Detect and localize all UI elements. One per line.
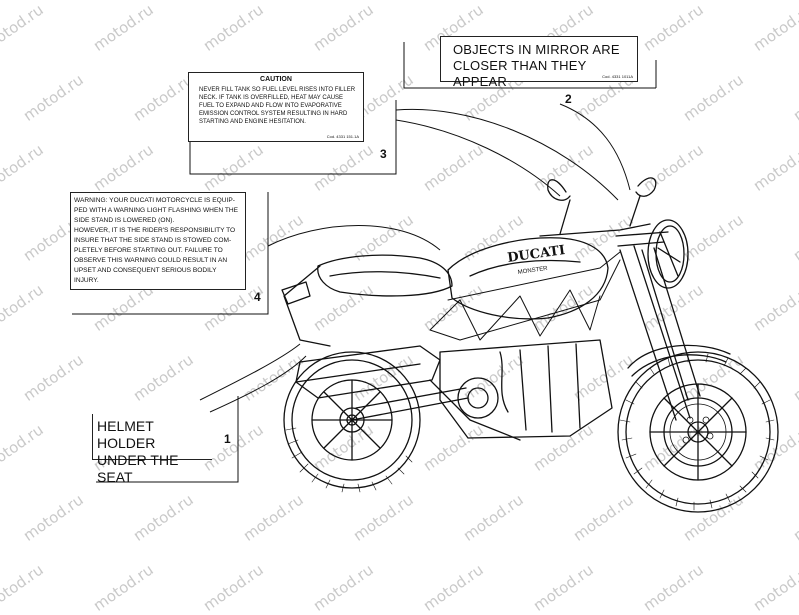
rear-wheel (283, 351, 421, 489)
callout-number-3: 3 (380, 147, 387, 161)
headlight (647, 219, 689, 289)
front-wheel (617, 351, 779, 513)
tank-brand-text: DUCATI (506, 243, 566, 266)
tail-section (281, 265, 331, 347)
exhaust-pipes (295, 345, 521, 441)
front-fender (627, 344, 731, 377)
mirror-label: OBJECTS IN MIRROR ARE CLOSER THAN THEY A… (440, 36, 638, 89)
swingarm (351, 387, 469, 421)
trellis-frame (429, 251, 621, 341)
helmet-text: HELMET HOLDER UNDER THE SEAT (97, 418, 179, 485)
front-fork (615, 231, 701, 421)
leader-line-2 (403, 42, 657, 191)
engine (439, 339, 613, 439)
brake-disc (669, 403, 727, 461)
motorcycle-illustration: DUCATI MONSTER (72, 42, 779, 513)
caution-body: NEVER FILL TANK SO FUEL LEVEL RISES INTO… (199, 87, 356, 125)
mirror-code: Cod. 4331 1011A (602, 74, 633, 79)
callout-number-4: 4 (254, 290, 261, 304)
tank-model-text: MONSTER (517, 266, 548, 276)
leader-line-4 (72, 192, 441, 315)
handlebars (539, 177, 657, 237)
callout-number-2: 2 (565, 92, 572, 106)
mirror-text: OBJECTS IN MIRROR ARE CLOSER THAN THEY A… (453, 42, 620, 89)
warning-body: WARNING: YOUR DUCATI MOTORCYCLE IS EQUIP… (74, 197, 239, 284)
callout-number-1: 1 (224, 432, 231, 446)
warning-label: WARNING: YOUR DUCATI MOTORCYCLE IS EQUIP… (70, 192, 246, 290)
leader-line-1 (96, 343, 307, 483)
caution-label: CAUTION NEVER FILL TANK SO FUEL LEVEL RI… (188, 72, 364, 142)
helmet-label: HELMET HOLDER UNDER THE SEAT (92, 414, 212, 485)
fuel-tank (447, 237, 609, 320)
caution-title: CAUTION (260, 76, 292, 83)
caution-code: Cod. 4331 151.1A (326, 134, 359, 139)
seat (317, 254, 453, 297)
